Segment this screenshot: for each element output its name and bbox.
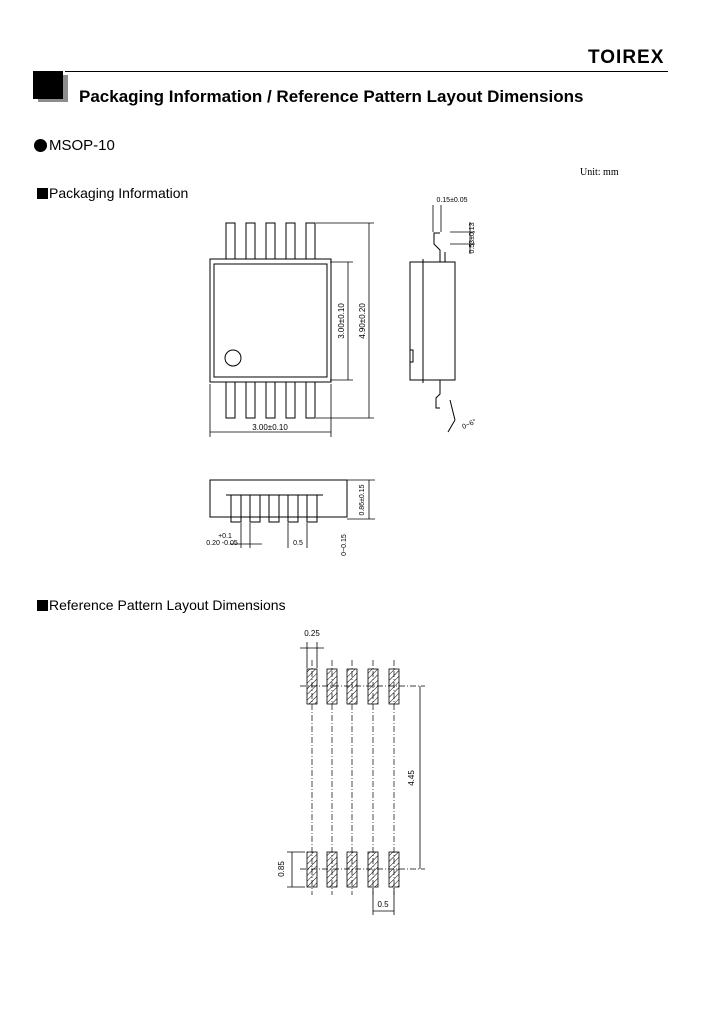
brand-logo: TOIREX — [588, 47, 665, 68]
dim-lead-pitch: 0.5 — [293, 540, 303, 547]
dim-body-width: 3.00±0.10 — [252, 423, 288, 432]
title-marker — [33, 71, 63, 99]
dim-pad-length: 0.85 — [277, 861, 286, 877]
section-pattern-title: Reference Pattern Layout Dimensions — [49, 597, 286, 613]
dim-lead-angle: 0~6° — [461, 417, 478, 431]
square-bullet-icon — [37, 599, 48, 611]
page-title: Packaging Information / Reference Patter… — [79, 87, 584, 106]
front-view — [209, 479, 348, 523]
top-view — [209, 222, 332, 419]
dim-lead-thickness: 0.15±0.05 — [436, 197, 467, 204]
dim-lead-width: 0.20 -0.05 — [206, 540, 238, 547]
square-bullet-icon — [37, 187, 48, 199]
section-packaging-heading: Packaging Information — [37, 185, 188, 201]
side-view — [409, 232, 456, 433]
dim-lead-length: 0.53±0.13 — [469, 222, 476, 253]
header-rule — [65, 71, 668, 72]
dim-pad-pitch: 0.5 — [377, 900, 389, 909]
section-pattern-heading: Reference Pattern Layout Dimensions — [37, 597, 286, 613]
pattern-drawing — [306, 668, 400, 888]
package-name: MSOP-10 — [49, 137, 115, 154]
dim-total-length: 4.90±0.20 — [358, 303, 367, 339]
dim-lead-width-tol: +0.1 — [218, 533, 232, 540]
dim-pad-width: 0.25 — [304, 629, 320, 638]
bullet-icon — [34, 139, 47, 152]
dim-body-length: 3.00±0.10 — [337, 303, 346, 339]
package-label: MSOP-10 — [34, 137, 115, 154]
dim-standoff: 0~0.15 — [341, 534, 348, 556]
section-packaging-title: Packaging Information — [49, 185, 189, 201]
dim-row-spacing: 4.45 — [407, 770, 416, 786]
unit-label: Unit: mm — [580, 167, 619, 178]
dim-height: 0.86±0.15 — [359, 484, 366, 515]
